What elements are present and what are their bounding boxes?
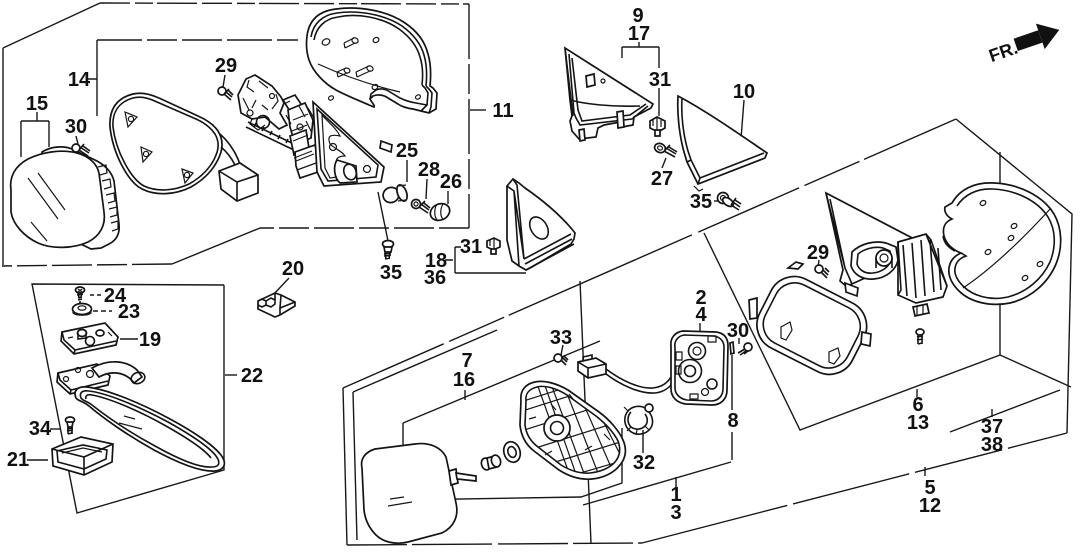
svg-text:16: 16: [453, 369, 475, 391]
svg-text:12: 12: [919, 495, 941, 517]
svg-text:38: 38: [981, 434, 1003, 456]
svg-text:3: 3: [670, 502, 681, 524]
svg-text:33: 33: [550, 327, 572, 349]
svg-text:31: 31: [460, 236, 482, 258]
svg-text:11: 11: [492, 100, 513, 122]
svg-text:25: 25: [396, 140, 418, 162]
svg-text:35: 35: [380, 262, 402, 284]
svg-text:23: 23: [118, 301, 140, 323]
svg-text:34: 34: [29, 418, 52, 440]
svg-text:9: 9: [632, 5, 643, 27]
svg-text:1: 1: [670, 484, 681, 506]
svg-text:19: 19: [139, 329, 161, 351]
svg-text:30: 30: [727, 320, 749, 342]
svg-text:28: 28: [418, 159, 440, 181]
svg-text:26: 26: [440, 171, 462, 193]
svg-text:6: 6: [912, 394, 923, 416]
svg-text:29: 29: [807, 242, 829, 264]
svg-text:15: 15: [26, 93, 48, 115]
svg-text:8: 8: [727, 410, 738, 432]
svg-text:7: 7: [461, 350, 472, 372]
svg-text:36: 36: [424, 267, 446, 289]
svg-text:37: 37: [981, 416, 1003, 438]
svg-text:18: 18: [425, 250, 447, 272]
svg-text:35: 35: [690, 191, 712, 213]
svg-text:10: 10: [733, 81, 755, 103]
svg-text:22: 22: [241, 365, 263, 387]
svg-text:31: 31: [649, 69, 671, 91]
svg-text:29: 29: [215, 55, 237, 77]
svg-text:32: 32: [633, 452, 655, 474]
svg-text:24: 24: [104, 285, 127, 307]
svg-text:2: 2: [695, 287, 706, 309]
svg-text:21: 21: [7, 449, 29, 471]
svg-text:20: 20: [282, 258, 304, 280]
svg-text:13: 13: [907, 412, 929, 434]
svg-text:5: 5: [924, 477, 935, 499]
svg-text:17: 17: [628, 23, 650, 45]
svg-text:30: 30: [65, 116, 87, 138]
svg-text:14: 14: [68, 69, 91, 91]
svg-text:27: 27: [651, 168, 673, 190]
svg-text:4: 4: [695, 304, 707, 326]
